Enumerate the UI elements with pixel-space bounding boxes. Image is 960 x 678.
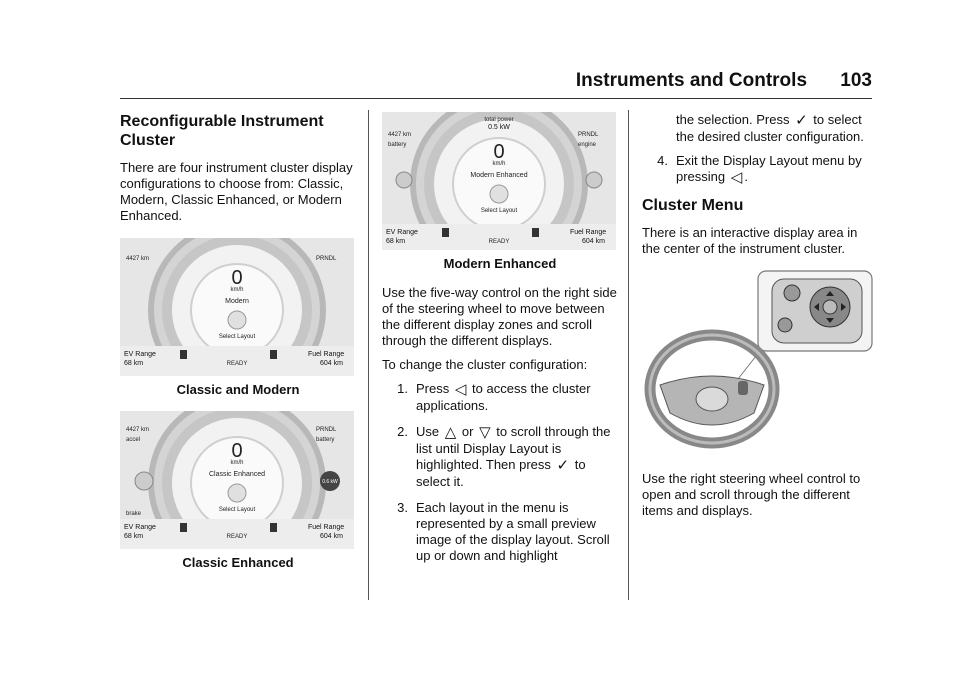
section-heading: Cluster Menu	[642, 197, 744, 214]
ready-indicator: READY	[227, 361, 248, 367]
ev-range-label: EV Range	[386, 229, 418, 236]
odometer: 4427 km	[388, 132, 411, 138]
section-heading: Reconfigurable Instrument Cluster	[120, 113, 324, 149]
column-1: Reconfigurable Instrument Cluster There …	[120, 104, 356, 584]
up-arrow-icon: △	[444, 424, 457, 441]
cluster-menu-paragraph: There is an interactive display area in …	[642, 225, 858, 256]
step-number: 4.	[657, 153, 668, 168]
figure-classic-enhanced: 0.6 kW 0 km/h Classic Enhanced Select La…	[120, 411, 354, 549]
column-2: total power 0.5 kW 0 km/h Modern Enhance…	[382, 104, 618, 574]
total-power-value: 0.5 kW	[488, 124, 510, 131]
left-bottom-label: brake	[126, 511, 142, 517]
checkmark-icon: ✓	[556, 457, 570, 474]
accel-gauge-icon	[134, 471, 154, 491]
list-item: 4. Exit the Display Layout menu by press…	[642, 153, 874, 186]
page-number: 103	[840, 70, 872, 91]
page-header: Instruments and Controls 103	[576, 70, 872, 92]
column-divider	[368, 110, 369, 600]
phone-button-icon	[777, 317, 793, 333]
car-icon	[180, 523, 187, 532]
car-icon	[270, 350, 277, 359]
layout-mode: Classic Enhanced	[209, 471, 265, 478]
battery-gauge-icon	[320, 471, 340, 491]
chapter-title: Instruments and Controls	[575, 70, 808, 91]
list-item: 3. Each layout in the menu is represente…	[382, 500, 618, 564]
figure-caption: Classic Enhanced	[182, 555, 294, 570]
battery-icon	[395, 171, 413, 189]
ev-range-value: 68 km	[386, 238, 405, 245]
five-way-paragraph: Use the five-way control on the right si…	[382, 285, 617, 348]
fuel-range-value: 604 km	[320, 533, 343, 540]
list-item: 2. Use △ or ▽ to scroll through the list…	[382, 424, 618, 490]
steps-list-continued: 4. Exit the Display Layout menu by press…	[642, 153, 874, 186]
right-top-label: battery	[316, 437, 334, 443]
step-continuation: the selection. Press ✓ to select the des…	[676, 112, 864, 144]
checkmark-icon: ✓	[795, 112, 808, 129]
layout-mode: Modern Enhanced	[470, 172, 527, 179]
total-power-label: total power	[484, 117, 513, 123]
speed-readout: 0	[493, 141, 504, 163]
select-layout-text: Select Layout	[481, 208, 518, 214]
power-gauge-value: 0.6 kW	[322, 479, 338, 485]
ev-range-label: EV Range	[124, 351, 156, 358]
figure-caption: Modern Enhanced	[443, 256, 557, 271]
car-icon	[180, 350, 187, 359]
engine-icon	[585, 171, 603, 189]
figure-modern-enhanced: total power 0.5 kW 0 km/h Modern Enhance…	[382, 112, 616, 250]
fuel-range-label: Fuel Range	[308, 524, 344, 531]
odometer: 4427 km	[126, 427, 149, 433]
column-3: the selection. Press ✓ to select the des…	[642, 104, 874, 527]
down-arrow-icon: ▽	[479, 424, 491, 441]
car-icon	[270, 523, 277, 532]
back-button-icon: ◁	[454, 381, 467, 398]
select-layout-text: Select Layout	[219, 507, 256, 513]
car-icon	[442, 228, 449, 237]
ev-range-label: EV Range	[124, 524, 156, 531]
fuel-range-label: Fuel Range	[308, 351, 344, 358]
voice-button-icon	[783, 284, 801, 302]
left-top-label: battery	[388, 142, 406, 148]
ev-range-value: 68 km	[124, 360, 143, 367]
speed-readout: 0	[231, 440, 242, 462]
intro-paragraph: There are four instrument cluster displa…	[120, 160, 353, 223]
figure-caption: Classic and Modern	[176, 382, 300, 397]
speed-unit: km/h	[492, 161, 505, 167]
header-divider	[120, 98, 872, 99]
prndl: PRNDL	[578, 132, 599, 138]
step-number: 2.	[397, 424, 408, 439]
ready-indicator: READY	[489, 239, 510, 245]
odometer: 4427 km	[126, 256, 149, 262]
ready-indicator: READY	[227, 534, 248, 540]
step-number: 1.	[397, 381, 408, 396]
fuel-range-label: Fuel Range	[570, 229, 606, 236]
five-way-control-icon	[822, 299, 838, 315]
change-config-paragraph: To change the cluster configuration:	[382, 357, 588, 372]
steps-list: 1. Press ◁ to access the cluster applica…	[382, 381, 618, 564]
ev-range-value: 68 km	[124, 533, 143, 540]
right-top-label: engine	[578, 142, 597, 148]
fuel-range-value: 604 km	[320, 360, 343, 367]
left-top-label: accel	[126, 437, 140, 443]
back-button-icon: ◁	[730, 169, 743, 186]
car-icon	[532, 228, 539, 237]
right-control-paragraph: Use the right steering wheel control to …	[642, 471, 861, 518]
speed-readout: 0	[231, 267, 242, 289]
speed-unit: km/h	[230, 287, 243, 293]
select-layout-text: Select Layout	[219, 334, 256, 340]
steering-wheel-figure	[642, 267, 874, 457]
layout-mode: Modern	[225, 298, 249, 305]
list-item: 1. Press ◁ to access the cluster applica…	[382, 381, 618, 414]
prndl: PRNDL	[316, 427, 337, 433]
speed-unit: km/h	[230, 460, 243, 466]
column-divider	[628, 110, 629, 600]
prndl: PRNDL	[316, 256, 337, 262]
figure-classic-modern: 0 km/h Modern Select Layout 4427 km PRND…	[120, 238, 354, 376]
fuel-range-value: 604 km	[582, 238, 605, 245]
step-number: 3.	[397, 500, 408, 515]
